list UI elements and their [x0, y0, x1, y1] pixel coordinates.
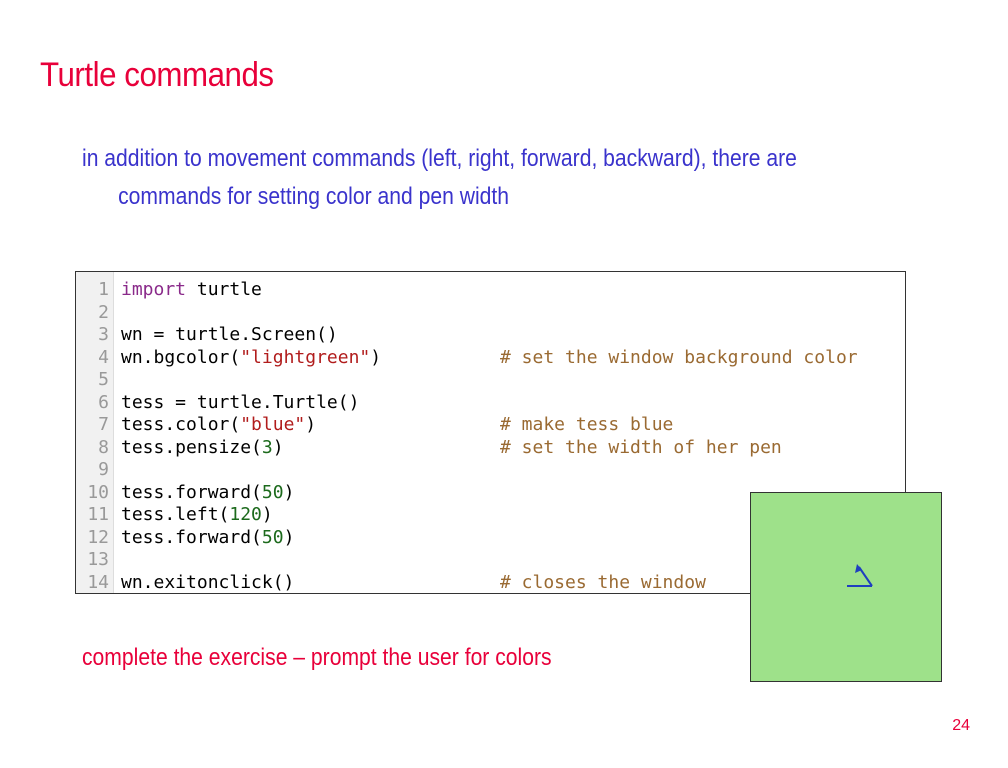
code-line: 7 tess.color("blue") # make tess blue: [76, 414, 905, 437]
turtle-output-window: [750, 492, 942, 682]
line-number: 14: [87, 571, 109, 593]
line-number: 9: [98, 459, 109, 480]
code-line: 12 tess.forward(50): [76, 527, 905, 550]
code-text: tess.forward(50): [121, 481, 295, 503]
code-text: wn.exitonclick(): [121, 571, 295, 593]
code-line: 11 tess.left(120): [76, 504, 905, 527]
code-line: 10 tess.forward(50): [76, 482, 905, 505]
code-line: 5: [76, 369, 905, 392]
code-line: 3 wn = turtle.Screen(): [76, 324, 905, 347]
line-number-gutter: [76, 272, 114, 593]
line-number: 1: [98, 279, 109, 300]
page-number: 24: [952, 717, 970, 734]
code-text: tess.color("blue"): [121, 414, 317, 435]
line-number: 2: [98, 301, 109, 323]
code-text: wn.bgcolor("lightgreen"): [121, 346, 382, 368]
turtle-arrow-icon: [855, 564, 862, 573]
code-text: tess = turtle.Turtle(): [121, 391, 360, 413]
line-number: 11: [87, 504, 109, 525]
line-number: 10: [87, 481, 109, 503]
code-line: 4 wn.bgcolor("lightgreen") # set the windo…: [76, 347, 905, 370]
intro-line-2: commands for setting color and pen width: [118, 183, 510, 210]
exercise-note: complete the exercise – prompt the user …: [82, 644, 552, 671]
code-line: 14 wn.exitonclick() # closes the window: [76, 572, 905, 595]
code-comment: # closes the window: [500, 571, 706, 593]
code-line: 8 tess.pensize(3) # set the width of her p…: [76, 437, 905, 460]
turtle-drawing: [847, 564, 873, 587]
code-text: tess.pensize(3): [121, 436, 284, 458]
line-number: 8: [98, 436, 109, 458]
code-line: 13: [76, 549, 905, 572]
intro-bullet: in addition to movement commands (left, …: [82, 140, 962, 216]
slide-title: Turtle commands: [40, 56, 274, 94]
line-number: 12: [87, 526, 109, 548]
code-text: tess.forward(50): [121, 526, 295, 548]
code-line: 1 import turtle: [76, 279, 905, 302]
line-number: 5: [98, 369, 109, 390]
code-comment: # make tess blue: [500, 414, 674, 435]
code-text: wn = turtle.Screen(): [121, 324, 338, 345]
line-number: 6: [98, 391, 109, 413]
code-line: 6 tess = turtle.Turtle(): [76, 392, 905, 415]
line-number: 4: [98, 346, 109, 368]
line-number: 7: [98, 414, 109, 435]
code-line: 9: [76, 459, 905, 482]
line-number: 13: [87, 549, 109, 570]
code-text: tess.left(120): [121, 504, 273, 525]
code-line: 2: [76, 302, 905, 325]
code-text: import turtle: [121, 279, 262, 300]
intro-line-1: in addition to movement commands (left, …: [82, 145, 797, 172]
code-comment: # set the window background color: [500, 346, 858, 368]
line-number: 3: [98, 324, 109, 345]
code-comment: # set the width of her pen: [500, 436, 782, 458]
